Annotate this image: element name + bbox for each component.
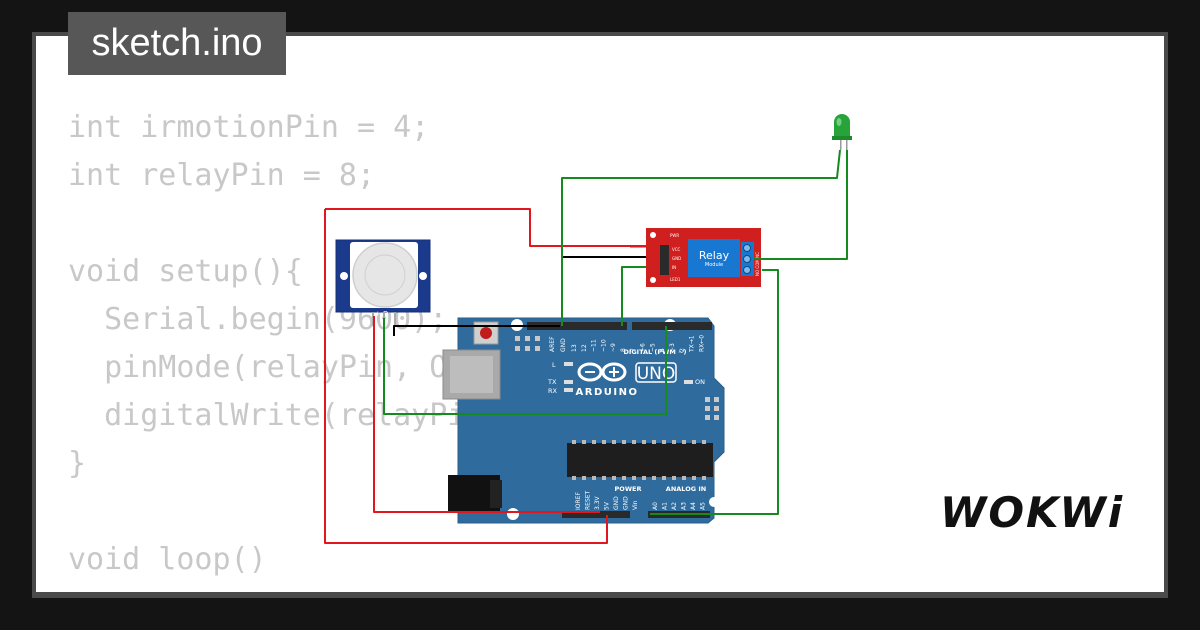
code-line: void setup(){: [68, 254, 303, 289]
code-line: {: [68, 584, 610, 592]
wire-pir-out: [383, 318, 667, 415]
file-tab[interactable]: sketch.ino: [68, 12, 286, 75]
pin-label: ~3: [669, 343, 676, 352]
on-label: ON: [695, 378, 705, 386]
pin-label: ~10: [600, 339, 607, 352]
pin-label: 4: [659, 348, 666, 352]
pin-label: 7: [630, 348, 637, 352]
pin-label: ~11: [591, 339, 598, 352]
pin-label: A5: [700, 502, 707, 510]
power-label: POWER: [615, 485, 642, 493]
pin-label: 8: [620, 348, 627, 352]
pin-label: A0: [652, 502, 659, 510]
relay-pin-gnd: GND: [672, 256, 681, 261]
relay-pwr-label: PWR: [670, 233, 679, 238]
pin-label: ~9: [610, 343, 617, 352]
pir-motion-sensor[interactable]: + D -: [335, 239, 431, 326]
pin-label: A3: [681, 502, 688, 510]
relay-pin-vcc: VCC: [672, 247, 681, 252]
green-led[interactable]: [832, 114, 852, 150]
wire-relay-in: [621, 266, 646, 326]
relay-module[interactable]: Relay Module PWR LED1 VCC GND IN NO COM …: [630, 228, 761, 287]
pin-label: 13: [571, 344, 578, 352]
relay-pin-in: IN: [672, 265, 676, 270]
code-line: void loop(): [68, 542, 267, 577]
wire-relay-com: [650, 269, 779, 515]
pin-label: Vin: [632, 500, 639, 510]
pin-label: RESET: [585, 490, 592, 510]
relay-terminal-labels: NO COM NC: [755, 252, 760, 276]
wire-led-anode: [561, 149, 841, 326]
wire-pir-vcc: [373, 316, 600, 513]
pin-label: 12: [581, 344, 588, 352]
arduino-uno[interactable]: UNO ARDUINO DIGITAL (PWM ~) POWER ANALOG…: [442, 317, 725, 524]
pin-label: RX←0: [698, 335, 705, 352]
wire-pir-gnd: [393, 325, 560, 336]
canvas-card: int irmotionPin = 4; int relayPin = 8; voi…: [36, 36, 1164, 592]
pin-label: ~5: [649, 343, 656, 352]
relay-title: Relay: [699, 249, 730, 262]
gnd-label: GND: [560, 338, 567, 352]
pin-label: A4: [690, 502, 697, 510]
pin-label: A1: [662, 502, 669, 510]
pin-label: A2: [671, 502, 678, 510]
pin-label: 2: [679, 348, 686, 352]
arduino-logo-icon: [577, 362, 627, 382]
rx-label: RX: [548, 387, 558, 395]
pin-label: GND: [623, 496, 630, 510]
code-line: int relayPin = 8;: [68, 158, 376, 193]
board-model: UNO: [637, 364, 676, 384]
pin-label: IOREF: [575, 492, 582, 510]
board-brand: ARDUINO: [576, 387, 639, 398]
wokwi-logo: WOKWi: [940, 488, 1125, 537]
analog-label: ANALOG IN: [666, 485, 706, 493]
relay-subtitle: Module: [705, 262, 723, 268]
digital-label: DIGITAL (PWM ~): [624, 348, 687, 356]
aref-label: AREF: [549, 336, 556, 352]
wires: [324, 149, 848, 544]
l-label: L: [552, 361, 556, 369]
wire-relay-vcc: [325, 208, 646, 247]
pin-label: 5V: [604, 501, 611, 510]
wire-led-cathode: [754, 150, 848, 260]
pin-label: TX→1: [689, 335, 696, 353]
pin-label: 3.3V: [594, 495, 601, 510]
relay-led-label: LED1: [670, 277, 681, 282]
code-line: }: [68, 446, 87, 481]
wire-5v-loop: [324, 209, 608, 544]
pin-label: GND: [613, 496, 620, 510]
code-line: int irmotionPin = 4;: [68, 110, 430, 145]
tx-label: TX: [547, 378, 557, 386]
pin-label: ~6: [640, 343, 647, 352]
